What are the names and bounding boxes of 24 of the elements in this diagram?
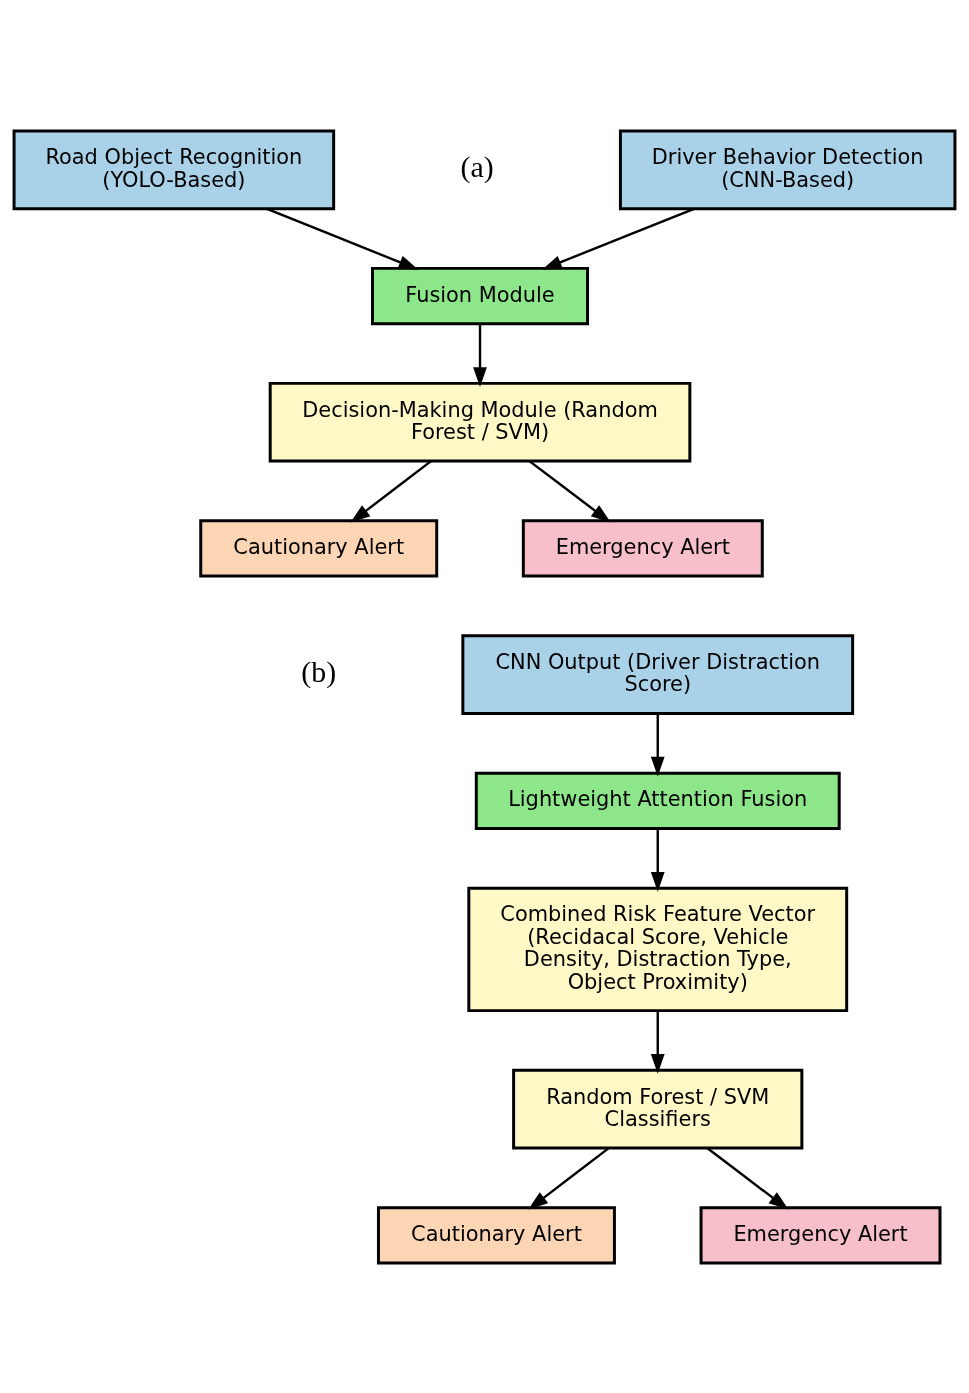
node-box: Decision-Making Module (Random Forest / SVM) [268,381,692,463]
node-box: Road Object Recognition (YOLO-Based) [12,128,336,210]
arrow [266,207,419,270]
arrow [529,459,611,523]
node-box: CNN Output (Driver Distraction Score) [461,633,855,715]
arrow [542,207,695,270]
node-box: Random Forest / SVM Classifiers [512,1068,804,1150]
arrow [473,323,487,387]
label: (b) [301,654,337,688]
arrow [650,1010,665,1074]
node-box: Emergency Alert [521,518,764,578]
arrow [350,459,432,523]
node-box: Emergency Alert [699,1205,942,1265]
label: (a) [460,149,494,183]
arrow [706,1146,789,1210]
node-box: Cautionary Alert [199,518,439,578]
node-box: Combined Risk Feature Vector (Recidacal Score, Vehicle Density, Distraction Type, Object Proximity) [467,886,849,1012]
arrow [650,828,665,892]
node-box: Fusion Module [371,266,590,325]
arrow [650,713,665,776]
node-box: Cautionary Alert [376,1205,616,1265]
node-box: Driver Behavior Detection (CNN-Based) [618,128,957,210]
arrow [528,1146,610,1210]
node-box: Lightweight Attention Fusion [474,771,841,830]
